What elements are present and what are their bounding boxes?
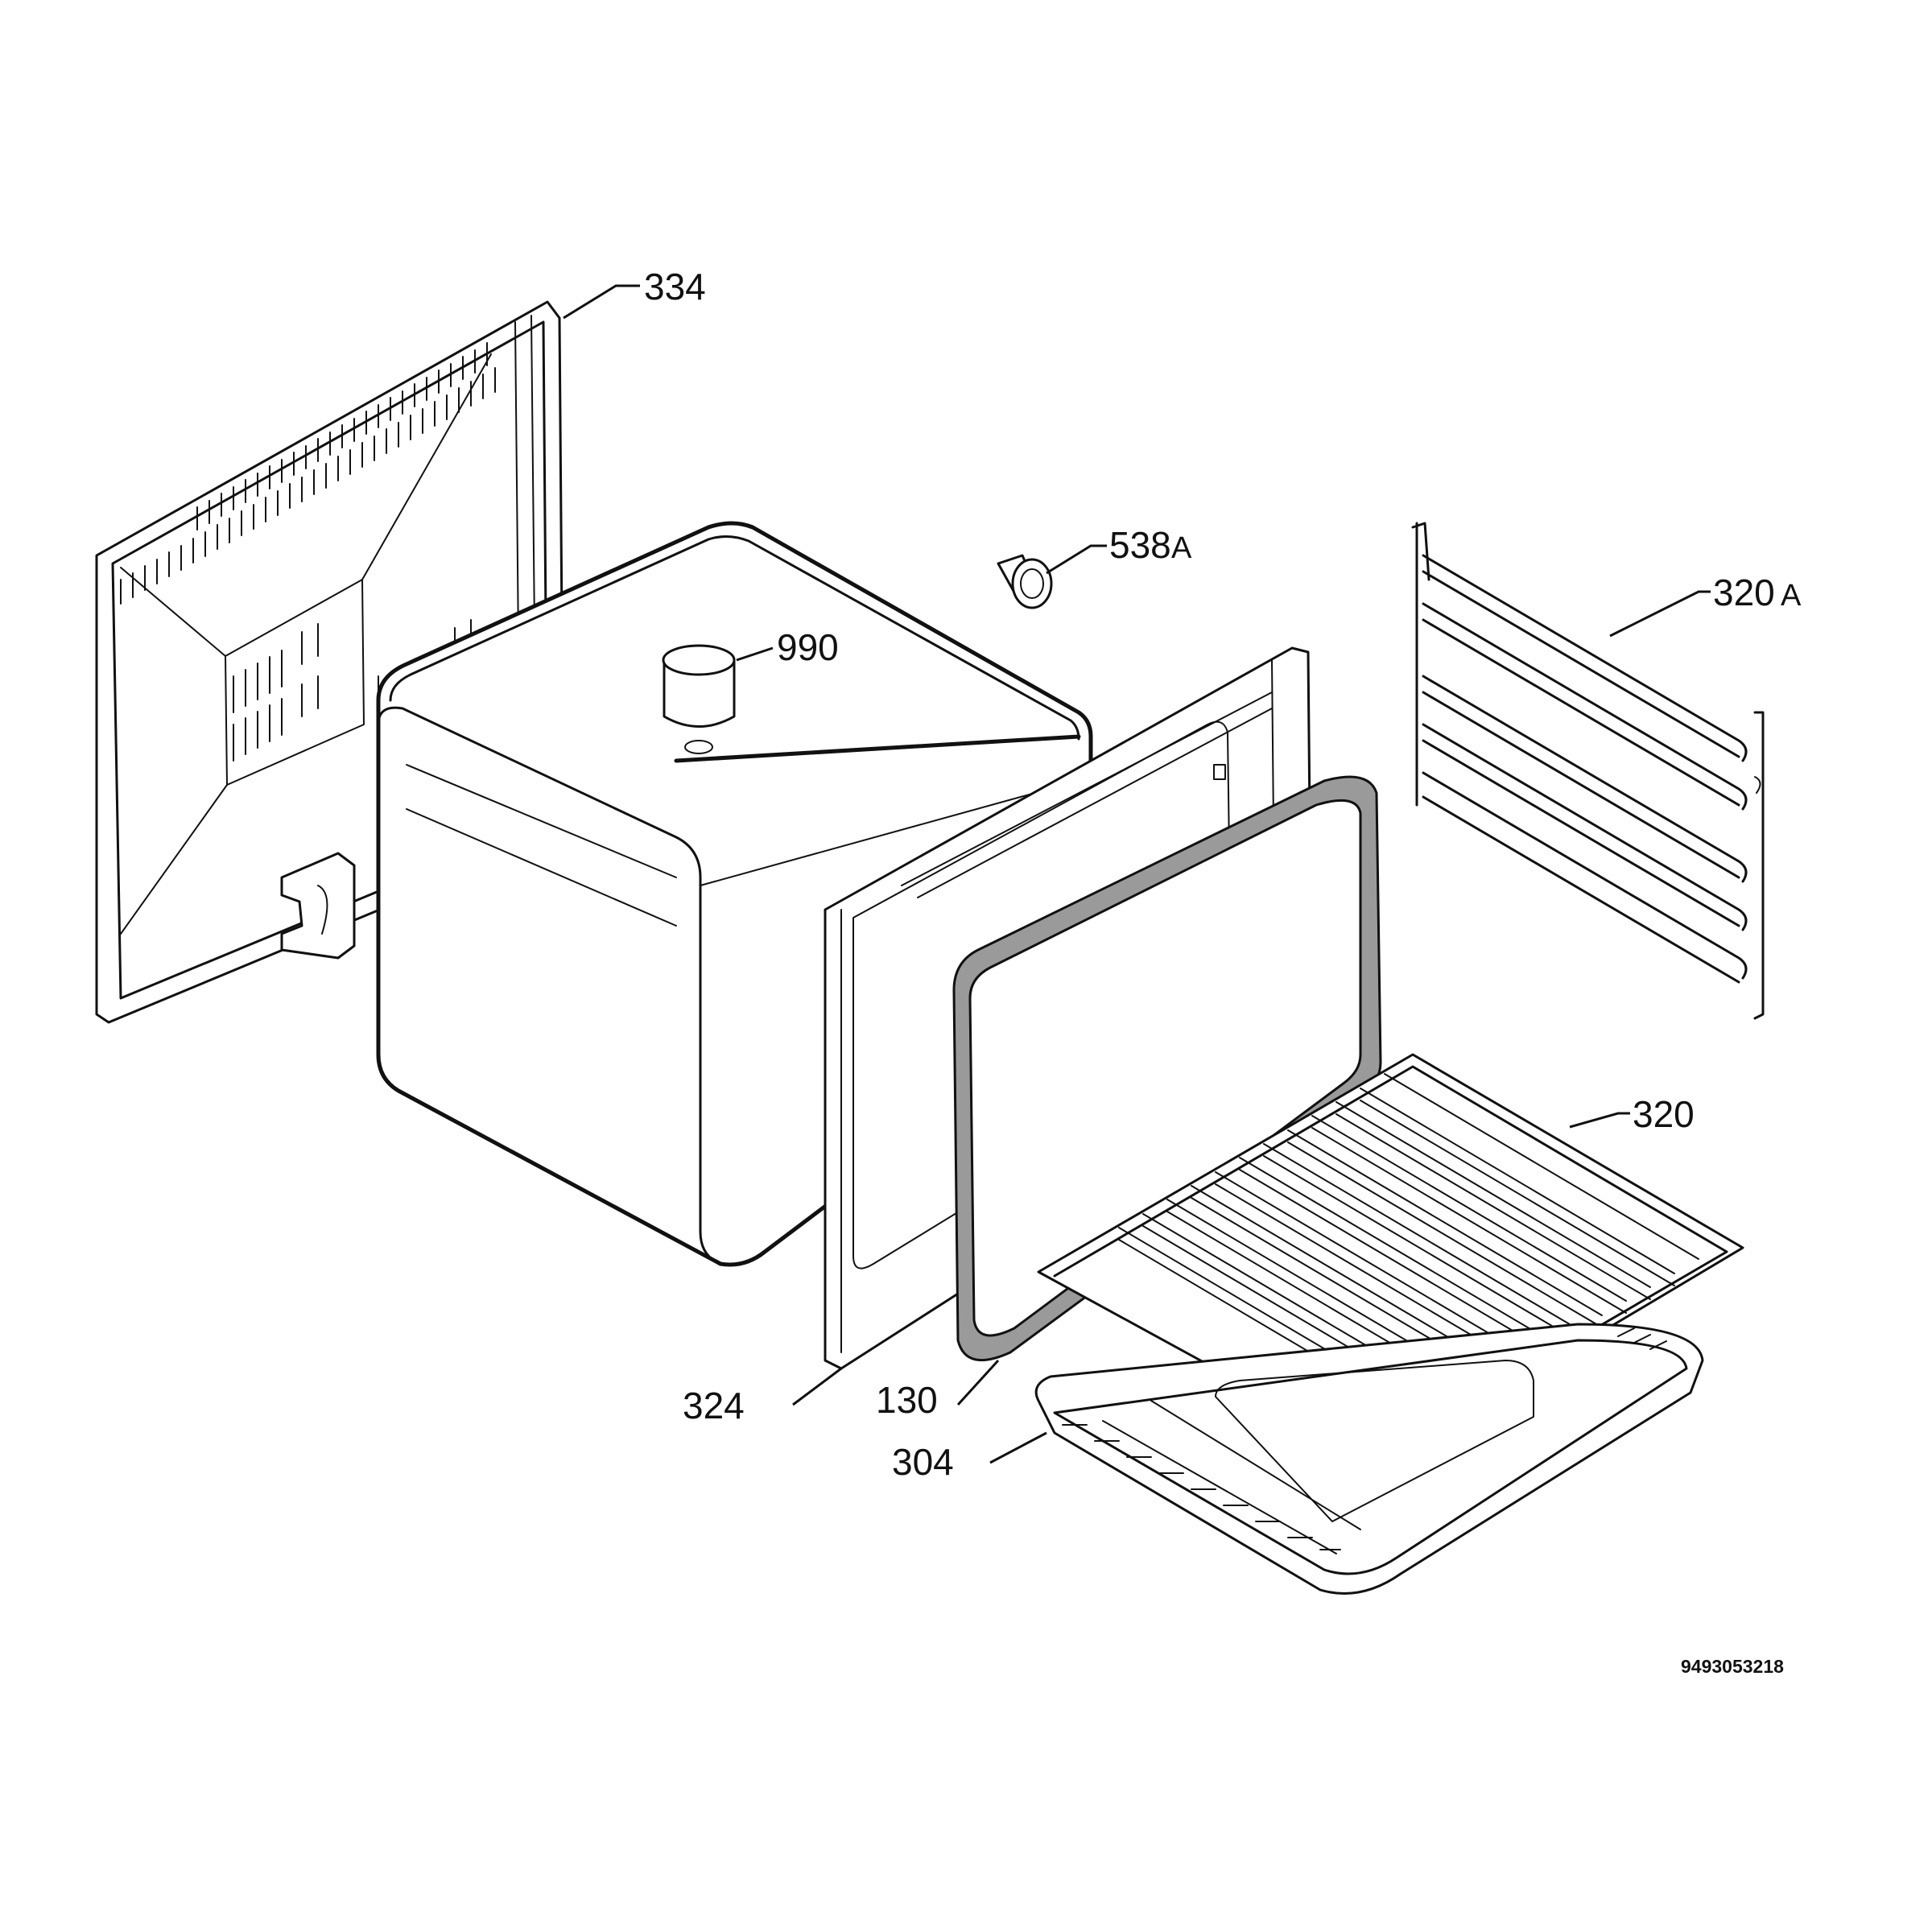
callout-320a: 320 [1713,572,1775,613]
callout-304: 304 [892,1441,954,1483]
callout-334: 334 [644,266,706,308]
callout-990: 990 [777,626,839,668]
document-number: 9493053218 [1681,1656,1784,1677]
shelf-runner-320a [1411,522,1765,1020]
baking-tray-304 [1034,1323,1704,1595]
lamp-holder-538a [997,554,1053,609]
callout-324: 324 [683,1385,745,1426]
vent-slots [120,342,496,762]
leader-lines [563,284,1711,1464]
callout-320a-suffix: A [1781,579,1802,613]
callout-538: 538 [1109,524,1171,566]
door-seal-130 [952,775,1382,1362]
shelf-wires [1118,1073,1699,1426]
callout-538-suffix: A [1171,531,1192,565]
callout-130: 130 [876,1379,938,1421]
callout-320: 320 [1633,1093,1695,1135]
fan-cover-990 [662,644,736,754]
